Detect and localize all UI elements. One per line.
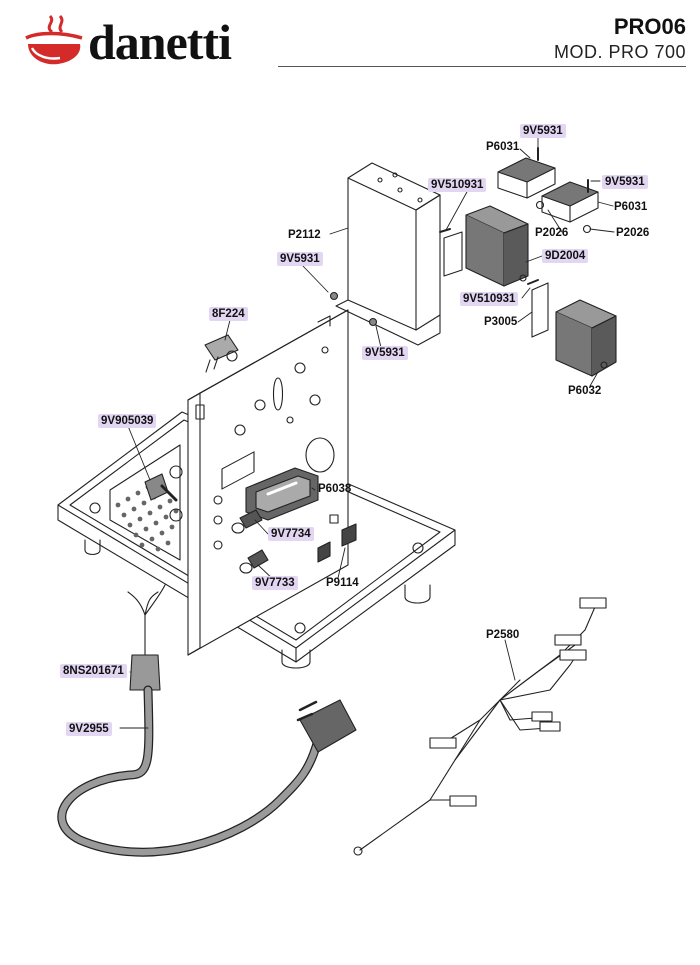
part-label: P6031 xyxy=(614,201,648,213)
brand-name: danetti xyxy=(88,14,232,70)
part-label: 9V7733 xyxy=(252,576,298,590)
part-label: 8NS201671 xyxy=(60,664,127,678)
brand-logo: danetti xyxy=(22,12,262,72)
part-label: 9V510931 xyxy=(460,292,519,306)
part-label: 9V2955 xyxy=(66,722,112,736)
model-name: MOD. PRO 700 xyxy=(553,42,686,62)
part-label: 9V5931 xyxy=(602,175,648,189)
part-label: 9V905039 xyxy=(98,414,157,428)
screws xyxy=(329,291,378,327)
rocker-switches xyxy=(317,523,357,563)
wiring-harness xyxy=(353,597,607,856)
part-label: P6038 xyxy=(318,483,352,495)
leader-lines xyxy=(119,137,615,729)
indicator-panel-part xyxy=(245,467,319,521)
connector-blocks xyxy=(497,147,599,234)
header-divider xyxy=(278,66,686,67)
mounting-bracket xyxy=(335,162,441,346)
part-label: 9V5931 xyxy=(520,124,566,138)
toggle-switch-part xyxy=(144,465,183,522)
part-label: P3005 xyxy=(484,316,518,328)
part-label: P6032 xyxy=(568,385,602,397)
part-label: 9V5931 xyxy=(277,252,323,266)
transformer-box xyxy=(439,205,529,287)
fuse-holders xyxy=(231,509,269,574)
thermostat-part xyxy=(204,334,239,373)
control-box xyxy=(527,279,617,377)
part-label: P2580 xyxy=(486,629,520,641)
part-label: P2112 xyxy=(288,229,321,241)
cup-logo-icon xyxy=(25,14,83,65)
model-code: PRO06 xyxy=(613,14,686,39)
part-label: P6031 xyxy=(486,141,520,153)
part-label: P2026 xyxy=(616,227,650,239)
part-label: P2026 xyxy=(535,227,569,239)
part-label: 9V5931 xyxy=(362,346,408,360)
part-label: 9V510931 xyxy=(428,178,487,192)
power-cord xyxy=(57,584,357,857)
part-label: 8F224 xyxy=(209,307,248,321)
part-label: 9V7734 xyxy=(268,527,314,541)
part-label: P9114 xyxy=(326,577,359,589)
part-label: 9D2004 xyxy=(542,249,589,263)
